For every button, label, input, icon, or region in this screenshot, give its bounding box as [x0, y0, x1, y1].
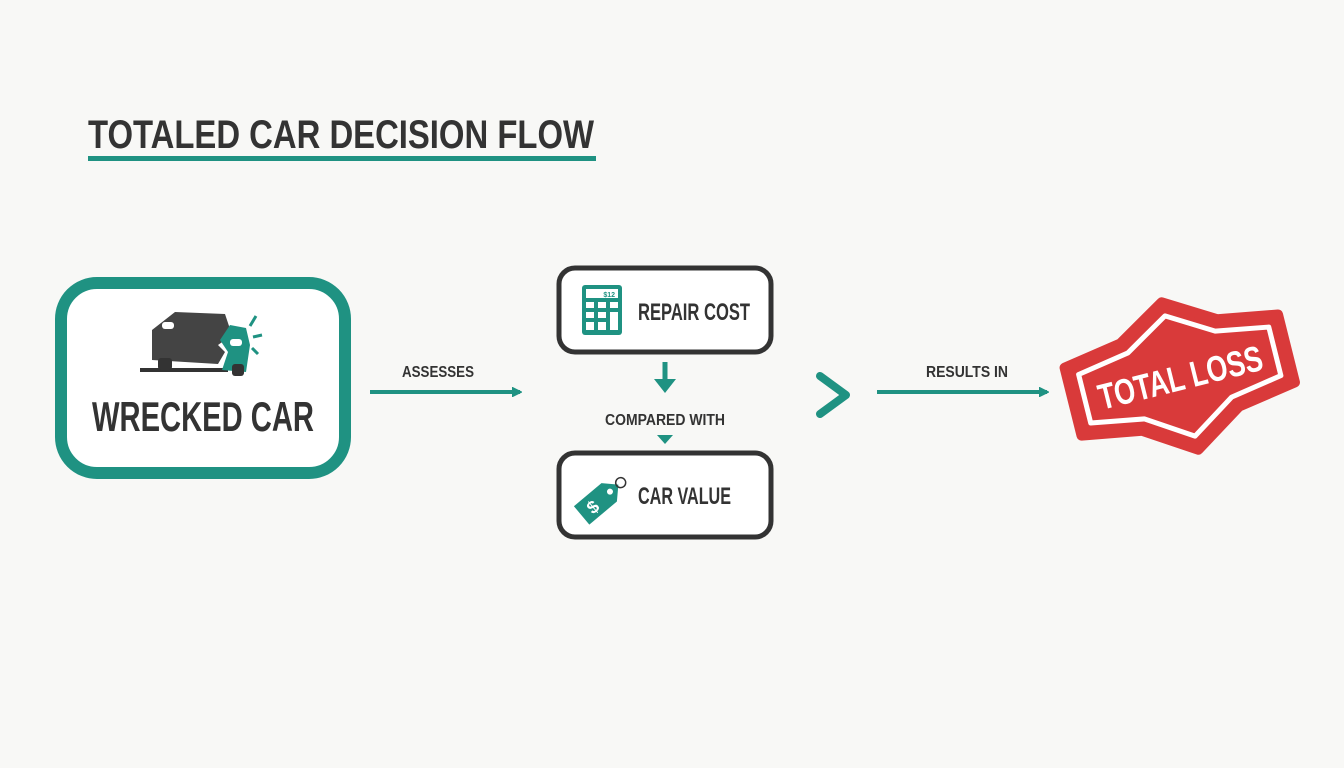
crashed-car-icon	[140, 312, 263, 376]
results-in-label: RESULTS IN	[926, 364, 1008, 381]
assesses-label: ASSESSES	[402, 364, 474, 381]
down-triangle	[657, 435, 673, 444]
compared-with-label: COMPARED WITH	[605, 412, 725, 429]
price-tag-icon: $	[573, 476, 627, 525]
calculator-display: $12	[603, 292, 615, 299]
node-car-value: $ CAR VALUE	[556, 450, 774, 540]
down-arrow-head	[654, 379, 676, 393]
wrecked-car-box	[55, 277, 351, 479]
diagram-title: TOTALED CAR DECISION FLOW	[88, 113, 594, 157]
node-wrecked-car: WRECKED CAR	[55, 277, 351, 479]
calculator-icon: $12	[582, 285, 622, 335]
total-loss-badge: TOTAL LOSS	[1059, 297, 1300, 455]
car-value-box	[556, 450, 774, 540]
title-underline	[88, 156, 596, 161]
wrecked-car-label: WRECKED CAR	[92, 393, 314, 440]
car-value-label: CAR VALUE	[638, 483, 731, 510]
node-repair-cost: $12 REPAIR COST	[556, 265, 774, 355]
greater-than-chevron-icon	[816, 372, 850, 418]
repair-cost-label: REPAIR COST	[638, 299, 750, 326]
